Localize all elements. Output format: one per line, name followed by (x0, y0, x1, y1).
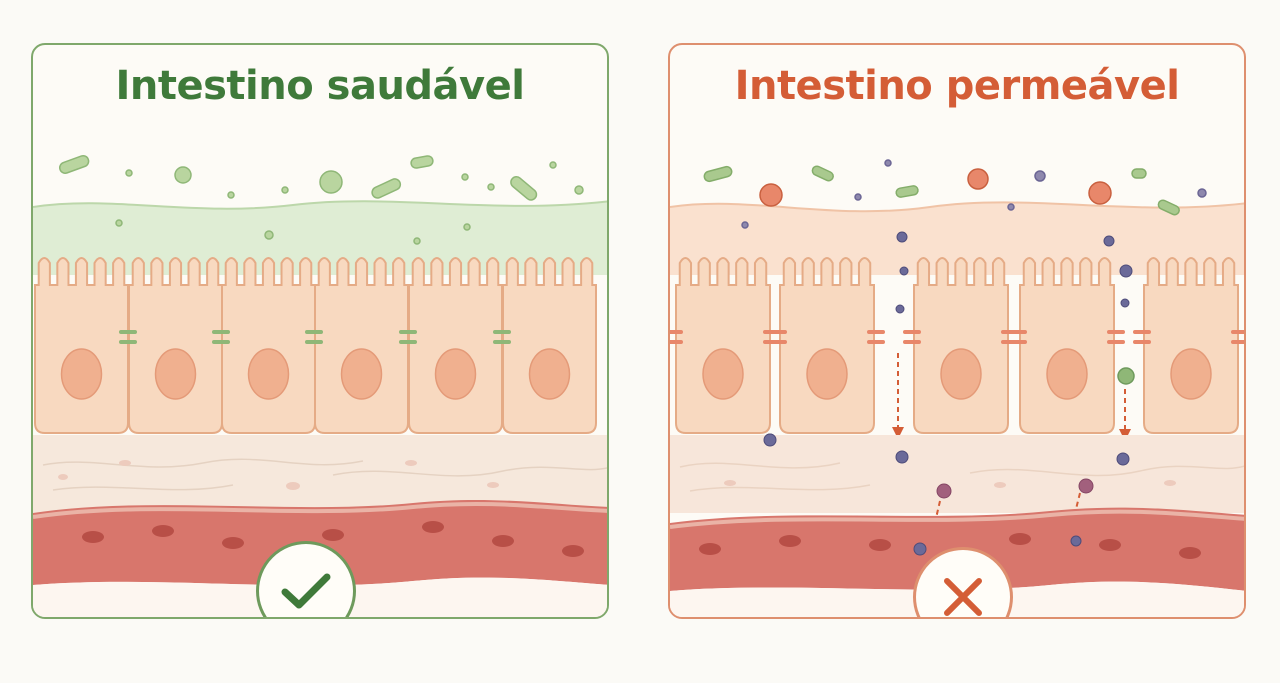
tight-junction (670, 330, 683, 344)
tight-junction (212, 330, 230, 344)
epithelial-cell (314, 257, 409, 434)
leaky-gut-title: Intestino permeável (734, 63, 1180, 109)
tight-junction (1231, 330, 1244, 344)
tight-junction (1107, 330, 1125, 344)
tight-junction (399, 330, 417, 344)
cell-nucleus (434, 348, 477, 400)
epithelial-cell (34, 257, 129, 434)
tight-junction (305, 330, 323, 344)
cross-icon (944, 578, 982, 616)
gut-bacteria (703, 159, 1207, 229)
epithelial-cell (675, 257, 771, 434)
epithelial-cell (221, 257, 316, 434)
epithelial-cell (128, 257, 223, 434)
cell-nucleus (60, 348, 103, 400)
tight-junction (119, 330, 137, 344)
epithelial-cell (1019, 257, 1115, 434)
healthy-gut-panel: Intestino saudável (31, 43, 609, 619)
mucus-layer (670, 202, 1244, 275)
cell-nucleus (154, 348, 197, 400)
bacterium-crossing (1117, 367, 1135, 385)
gut-bacteria (58, 154, 584, 245)
cell-nucleus (1046, 348, 1088, 400)
epithelial-cell (1143, 257, 1239, 434)
cell-nucleus (940, 348, 982, 400)
cell-nucleus (528, 348, 571, 400)
epithelial-cell (502, 257, 597, 434)
leaky-gut-illustration (670, 159, 1244, 617)
tight-junction (1133, 330, 1151, 344)
mucus-layer (33, 201, 607, 275)
epithelial-cell-layer (34, 257, 597, 434)
healthy-gut-illustration (33, 154, 607, 617)
check-icon (281, 573, 331, 609)
epithelial-cell-layer (670, 257, 1244, 434)
epithelial-cell (408, 257, 503, 434)
healthy-gut-title: Intestino saudável (115, 63, 525, 109)
leaky-gut-panel: Intestino permeável (668, 43, 1246, 619)
connective-tissue (670, 435, 1244, 513)
tight-junction (769, 330, 787, 344)
tight-junction (867, 330, 885, 344)
cell-nucleus (340, 348, 383, 400)
cell-nucleus (702, 348, 744, 400)
epithelial-cell (913, 257, 1009, 434)
tight-junction (1009, 330, 1027, 344)
tight-junction (903, 330, 921, 344)
status-badge-healthy (256, 541, 356, 617)
cell-nucleus (1170, 348, 1212, 400)
cell-nucleus (247, 348, 290, 400)
cell-nucleus (806, 348, 848, 400)
tight-junction (493, 330, 511, 344)
epithelial-cell (779, 257, 875, 434)
